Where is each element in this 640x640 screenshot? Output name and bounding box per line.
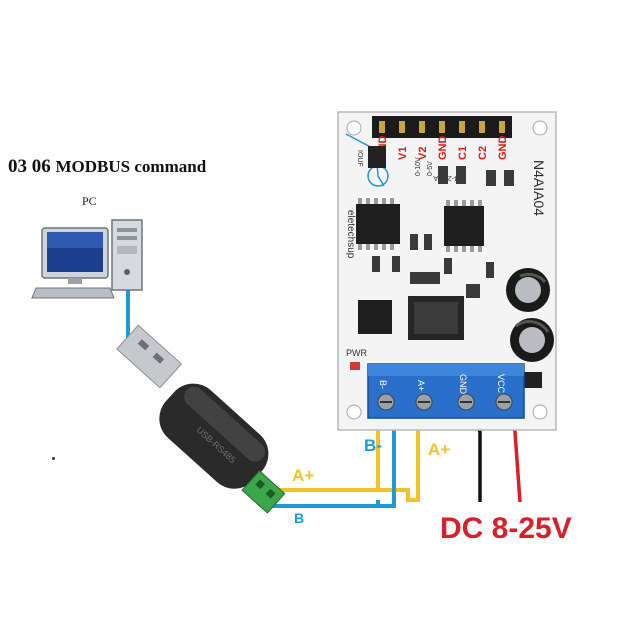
pin-label-7: GND xyxy=(497,136,509,161)
capacitor-top xyxy=(506,268,550,312)
pc-icon xyxy=(31,219,143,299)
wire-label-a-plus-usb: A+ xyxy=(292,466,315,485)
pin-label-6: C2 xyxy=(477,146,489,160)
yellow-wire-a-plus-1 xyxy=(268,426,380,492)
power-supply-label: DC 8-25V xyxy=(440,512,572,545)
terminal-label-a: A+ xyxy=(416,380,426,391)
terminal-block-icon: B- A+ GND VCC xyxy=(367,363,525,419)
headline: 03 06 MODBUS command xyxy=(8,156,206,178)
pin-label-2: V1 xyxy=(397,147,409,160)
pc-label: PC xyxy=(82,194,97,208)
capacitor-bottom xyxy=(510,318,554,362)
pin-label-5: C1 xyxy=(457,146,469,160)
wire-label-b: B xyxy=(294,510,305,526)
board-model: N4AIA04 xyxy=(531,160,547,216)
wire-label-a-plus-board: A+ xyxy=(428,440,451,459)
terminal-label-vcc: VCC xyxy=(496,374,506,394)
ic-left xyxy=(356,198,400,250)
pwr-label: PWR xyxy=(346,348,367,358)
board-brand: eletechsup xyxy=(345,210,356,259)
terminal-label-b: B- xyxy=(378,380,388,389)
terminal-label-gnd: GND xyxy=(458,374,468,395)
headline-command: MODBUS command xyxy=(55,157,207,176)
usb-adapter-icon: USB-RS485 xyxy=(116,324,286,514)
wire-label-b-minus: B- xyxy=(364,436,382,455)
ic-right xyxy=(444,200,484,252)
headline-code: 03 06 xyxy=(8,156,51,177)
yellow-wire-a-plus-2 xyxy=(378,404,420,502)
silk-0-5v: 0-5V xyxy=(427,161,434,176)
pin-label-3: V2 xyxy=(417,147,429,160)
blue-wire-b-1 xyxy=(268,420,396,508)
stray-dot xyxy=(52,457,55,460)
pin-header xyxy=(372,116,512,138)
pin-label-4: GND xyxy=(437,136,449,161)
silk-iouf: IOUF xyxy=(356,150,363,167)
silk-0-10v: 0-10V xyxy=(415,157,422,176)
